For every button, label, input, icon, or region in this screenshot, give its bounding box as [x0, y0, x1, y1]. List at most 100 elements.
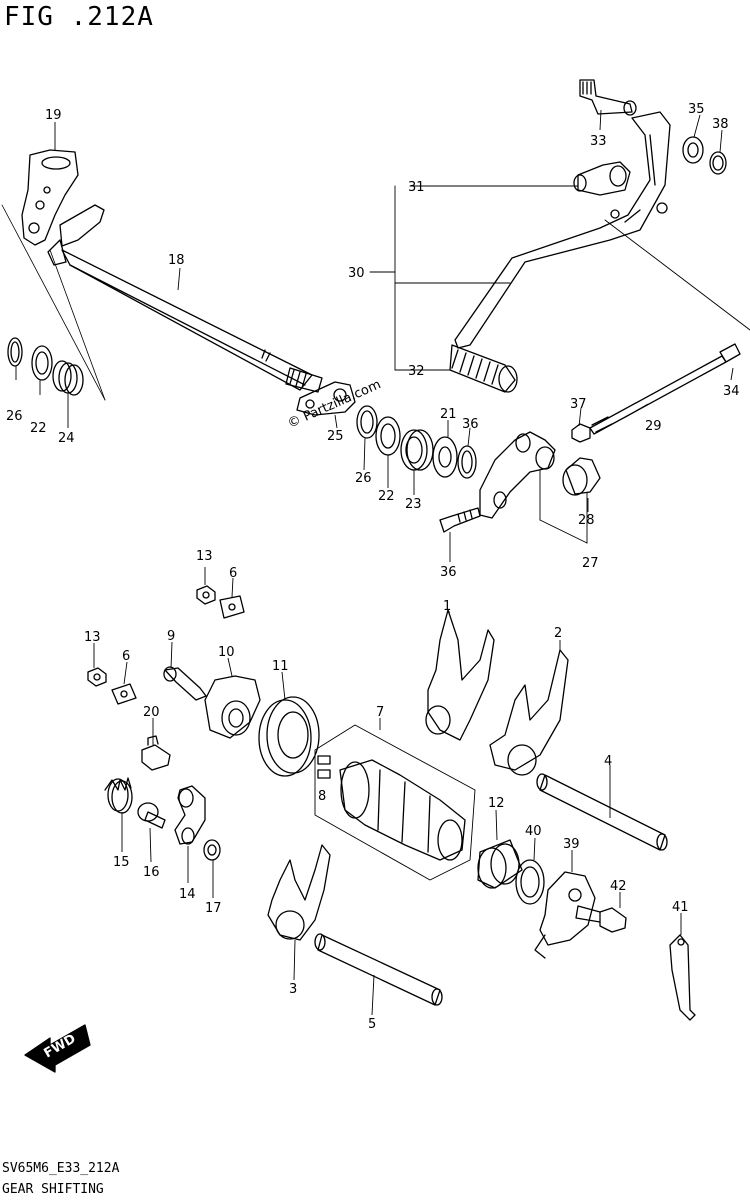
rod-29[interactable]	[590, 344, 740, 434]
ring-26-left[interactable]	[8, 338, 22, 366]
callout-39: 39	[563, 837, 580, 852]
bolt-36[interactable]	[440, 508, 480, 532]
shift-shaft-18[interactable]	[62, 250, 322, 392]
spring-24[interactable]	[53, 361, 83, 395]
figure-title: FIG .212A	[4, 2, 154, 32]
footpeg-rubber-32[interactable]	[450, 345, 517, 392]
figure-code: SV65M6_E33_212A	[2, 1161, 120, 1176]
callout-23: 23	[405, 497, 422, 512]
pin-20[interactable]	[142, 736, 170, 770]
callout-12: 12	[488, 796, 505, 811]
callout-5: 5	[368, 1017, 376, 1032]
callout-25: 25	[327, 429, 344, 444]
callout-26b: 26	[355, 471, 372, 486]
callout-21: 21	[440, 407, 457, 422]
bolt-42[interactable]	[576, 906, 626, 932]
bolt-13-upper[interactable]	[197, 586, 215, 604]
washer-22-mid[interactable]	[376, 417, 400, 455]
callout-17: 17	[205, 901, 222, 916]
shift-fork-3[interactable]	[268, 845, 330, 940]
callout-10: 10	[218, 645, 235, 660]
callout-4: 4	[604, 754, 612, 769]
bolt-16[interactable]	[138, 803, 165, 828]
shift-arm-19[interactable]	[22, 150, 104, 265]
clip-38[interactable]	[710, 152, 726, 174]
watermark: © Partzilla.com	[286, 377, 384, 432]
callout-18: 18	[168, 253, 185, 268]
spring-15[interactable]	[105, 778, 132, 813]
link-27[interactable]	[480, 432, 555, 518]
shift-arm-25[interactable]	[297, 382, 355, 415]
callout-36b: 36	[440, 565, 457, 580]
fork-shaft-5[interactable]	[315, 934, 442, 1005]
shift-fork-1[interactable]	[426, 610, 494, 740]
ring-26-right[interactable]	[458, 446, 476, 478]
callout-42: 42	[610, 879, 627, 894]
washer-6-upper[interactable]	[220, 596, 244, 618]
callout-6b: 6	[122, 649, 130, 664]
callout-19: 19	[45, 108, 62, 123]
callout-41: 41	[672, 900, 689, 915]
bearing-12[interactable]	[478, 840, 522, 888]
callout-15: 15	[113, 855, 130, 870]
callout-32: 32	[408, 364, 425, 379]
figure-name: GEAR SHIFTING	[2, 1182, 104, 1197]
leader-lines	[370, 186, 750, 543]
bolt-33[interactable]	[580, 80, 636, 115]
callout-24: 24	[58, 431, 75, 446]
stopper-10[interactable]	[205, 676, 260, 738]
pin-9[interactable]	[164, 667, 206, 700]
callout-36a: 36	[462, 417, 479, 432]
detail-box-outline	[2, 205, 105, 400]
washer-35[interactable]	[683, 137, 703, 163]
callout-22a: 22	[30, 421, 47, 436]
seal-23[interactable]	[401, 430, 433, 470]
callout-28: 28	[578, 513, 595, 528]
callout-13b: 13	[84, 630, 101, 645]
washer-21[interactable]	[433, 437, 457, 477]
washer-6-lower[interactable]	[112, 684, 136, 704]
callout-31: 31	[408, 180, 425, 195]
washer-40[interactable]	[516, 860, 544, 904]
bolt-13-lower[interactable]	[88, 668, 106, 686]
callout-16: 16	[143, 865, 160, 880]
callout-3: 3	[289, 982, 297, 997]
pivot-31[interactable]	[574, 162, 630, 195]
ring-26-mid[interactable]	[357, 406, 377, 438]
callout-8: 8	[318, 789, 326, 804]
washer-22-left[interactable]	[32, 346, 52, 380]
shift-fork-2[interactable]	[490, 650, 568, 775]
fork-shaft-4[interactable]	[537, 774, 667, 850]
callout-27: 27	[582, 556, 599, 571]
callout-20: 20	[143, 705, 160, 720]
joint-28[interactable]	[563, 458, 600, 495]
callout-30: 30	[348, 266, 365, 281]
callout-7: 7	[376, 705, 384, 720]
callout-14: 14	[179, 887, 196, 902]
hose-clamp-41[interactable]	[670, 935, 695, 1020]
fwd-arrow-icon	[25, 1025, 90, 1072]
stopper-arm-14[interactable]	[175, 786, 205, 844]
bearing-11[interactable]	[259, 697, 319, 776]
callout-1: 1	[443, 599, 451, 614]
callout-22b: 22	[378, 489, 395, 504]
callout-40: 40	[525, 824, 542, 839]
shift-lever-30[interactable]	[455, 112, 670, 348]
shift-cam-8[interactable]	[318, 756, 465, 860]
callout-2: 2	[554, 626, 562, 641]
callout-11: 11	[272, 659, 289, 674]
callout-29: 29	[645, 419, 662, 434]
callout-26a: 26	[6, 409, 23, 424]
washer-17[interactable]	[204, 840, 220, 860]
cam-box-7	[315, 725, 475, 880]
plate-39[interactable]	[535, 872, 595, 958]
nut-37[interactable]	[572, 424, 590, 442]
callout-34: 34	[723, 384, 740, 399]
callout-37: 37	[570, 397, 587, 412]
callout-33: 33	[590, 134, 607, 149]
callout-38: 38	[712, 117, 729, 132]
callout-9: 9	[167, 629, 175, 644]
callout-6a: 6	[229, 566, 237, 581]
callout-35: 35	[688, 102, 705, 117]
